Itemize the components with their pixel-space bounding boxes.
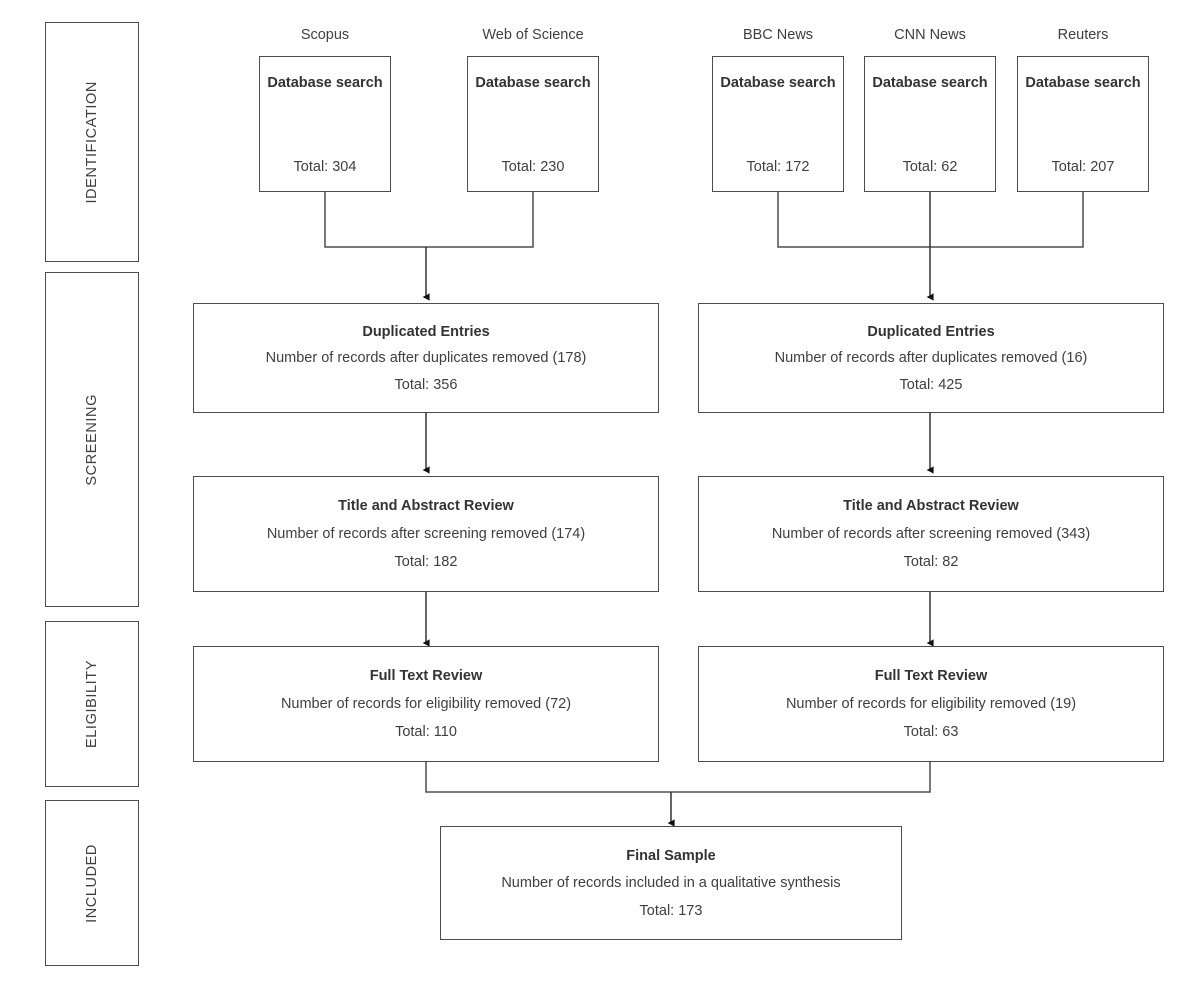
step-description: Number of records after screening remove… xyxy=(771,526,1091,542)
stage-rail-eligibility: ELIGIBILITY xyxy=(45,621,139,787)
step-box-title-abstract-review-news[interactable]: Title and Abstract Review Number of reco… xyxy=(698,476,1164,592)
step-total: Total: 173 xyxy=(639,902,703,919)
connector-final-merge xyxy=(425,762,931,793)
step-total: Total: 182 xyxy=(394,554,458,570)
database-box-total: Total: 172 xyxy=(746,159,810,175)
database-box-cnn-news[interactable]: Database search Total: 62 xyxy=(864,56,996,192)
step-title: Duplicated Entries xyxy=(867,323,995,340)
database-box-reuters[interactable]: Database search Total: 207 xyxy=(1017,56,1149,192)
stage-rail-screening: SCREENING xyxy=(45,272,139,607)
stage-label-identification: IDENTIFICATION xyxy=(84,80,100,204)
source-label-bbc-news: BBC News xyxy=(742,27,814,43)
step-description: Number of records after duplicates remov… xyxy=(774,350,1088,366)
step-box-duplicated-entries-news[interactable]: Duplicated Entries Number of records aft… xyxy=(698,303,1164,413)
step-description: Number of records for eligibility remove… xyxy=(785,696,1077,712)
step-description: Number of records for eligibility remove… xyxy=(280,696,572,712)
step-total: Total: 110 xyxy=(395,724,457,740)
stage-label-screening: SCREENING xyxy=(84,393,100,486)
step-description: Number of records after screening remove… xyxy=(266,526,586,542)
database-box-title: Database search xyxy=(475,75,591,91)
step-title: Final Sample xyxy=(626,847,716,864)
step-total: Total: 425 xyxy=(899,376,963,393)
database-box-total: Total: 304 xyxy=(293,159,357,175)
connector-academic-merge xyxy=(324,192,534,248)
step-title: Full Text Review xyxy=(369,668,483,684)
step-total: Total: 356 xyxy=(394,376,458,393)
source-label-web-of-science: Web of Science xyxy=(482,27,584,43)
step-total: Total: 63 xyxy=(903,724,959,740)
step-box-duplicated-entries-academic[interactable]: Duplicated Entries Number of records aft… xyxy=(193,303,659,413)
step-total: Total: 82 xyxy=(903,554,959,570)
database-box-scopus[interactable]: Database search Total: 304 xyxy=(259,56,391,192)
step-title: Duplicated Entries xyxy=(362,323,490,340)
step-title: Full Text Review xyxy=(874,668,988,684)
database-box-web-of-science[interactable]: Database search Total: 230 xyxy=(467,56,599,192)
database-box-total: Total: 62 xyxy=(902,159,958,175)
database-box-title: Database search xyxy=(720,75,836,91)
database-box-title: Database search xyxy=(1025,75,1141,91)
database-box-title: Database search xyxy=(267,75,383,91)
step-title: Title and Abstract Review xyxy=(338,498,514,514)
step-box-title-abstract-review-academic[interactable]: Title and Abstract Review Number of reco… xyxy=(193,476,659,592)
step-description: Number of records after duplicates remov… xyxy=(265,350,587,366)
step-box-full-text-review-news[interactable]: Full Text Review Number of records for e… xyxy=(698,646,1164,762)
database-box-bbc-news[interactable]: Database search Total: 172 xyxy=(712,56,844,192)
source-label-reuters: Reuters xyxy=(1057,27,1109,43)
stage-label-eligibility: ELIGIBILITY xyxy=(84,660,100,748)
stage-label-included: INCLUDED xyxy=(84,843,100,923)
step-description: Number of records included in a qualitat… xyxy=(501,875,841,891)
stage-rail-identification: IDENTIFICATION xyxy=(45,22,139,262)
database-box-total: Total: 230 xyxy=(501,159,565,175)
database-box-total: Total: 207 xyxy=(1051,159,1115,175)
step-title: Title and Abstract Review xyxy=(843,498,1019,514)
source-label-scopus: Scopus xyxy=(300,27,350,43)
source-label-cnn-news: CNN News xyxy=(894,27,966,43)
database-box-title: Database search xyxy=(872,75,988,91)
stage-rail-included: INCLUDED xyxy=(45,800,139,966)
step-box-final-sample[interactable]: Final Sample Number of records included … xyxy=(440,826,902,940)
step-box-full-text-review-academic[interactable]: Full Text Review Number of records for e… xyxy=(193,646,659,762)
